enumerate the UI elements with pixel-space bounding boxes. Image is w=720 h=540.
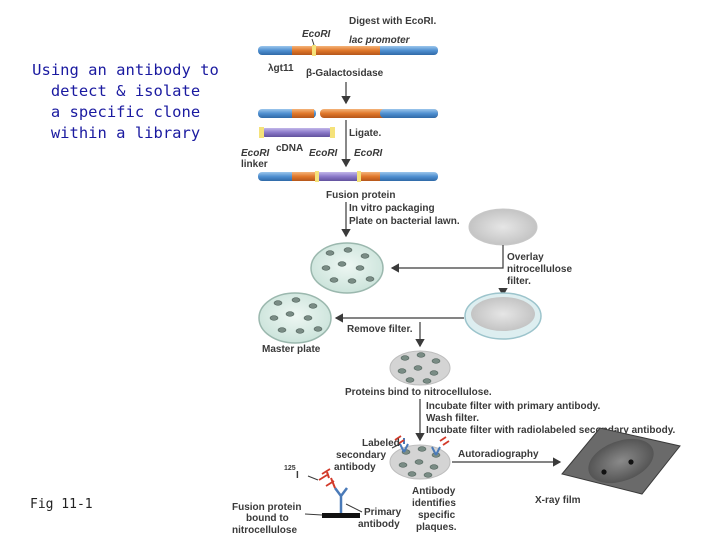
labeled-pointer: [391, 443, 401, 449]
ecori-top-pointer: [311, 38, 315, 46]
wash-filter-label: Wash filter.: [426, 413, 479, 424]
cdna-label: cDNA: [276, 143, 303, 154]
antibody-identifies-label-1: Antibody: [412, 486, 456, 497]
master-plate: [258, 292, 332, 344]
secondary-label: secondary: [336, 450, 386, 461]
digest-label: Digest with EcoRI.: [349, 16, 436, 27]
primary-antibody-label-2: antibody: [358, 519, 400, 530]
proteins-bind-label: Proteins bind to nitrocellulose.: [345, 387, 492, 398]
ecori-mid-label-2: EcoRI: [354, 148, 383, 159]
antibody-identifies-label-2: identifies: [412, 498, 456, 509]
plate-with-filter: [464, 292, 542, 340]
in-vitro-label: In vitro packaging: [349, 203, 435, 214]
linker-label: linker: [241, 159, 268, 170]
lambda-gt11-label: λgt11: [268, 63, 294, 74]
figure-label: Fig 11-1: [30, 497, 93, 512]
plaque-plate: [310, 242, 384, 294]
probed-filter: [389, 435, 451, 480]
lac-promoter-label: lac promoter: [349, 35, 411, 46]
cdna-insert: [259, 127, 335, 138]
overlay-label: Overlay: [507, 252, 544, 263]
plate-lawn-label: Plate on bacterial lawn.: [349, 216, 460, 227]
recombinant-dna: [258, 171, 438, 182]
remove-filter-label: Remove filter.: [347, 324, 413, 335]
arrow-overlay: [390, 245, 504, 273]
master-plate-label: Master plate: [262, 344, 321, 355]
antibody-identifies-label-4: plaques.: [416, 522, 457, 533]
antibody-label: antibody: [334, 462, 376, 473]
primary-antibody-pointer: [345, 503, 363, 513]
primary-antibody-label-1: Primary: [364, 507, 402, 518]
fusion-bound-label-3: nitrocellulose: [232, 525, 297, 536]
incubate-secondary-label: Incubate filter with radiolabeled second…: [426, 425, 676, 436]
cut-vector-dna: [258, 109, 438, 118]
autoradiography-label: Autoradiography: [458, 449, 539, 460]
nitrocellulose-filter: [468, 208, 538, 246]
ecori-mid-label-1: EcoRI: [309, 148, 338, 159]
filter-label: filter.: [507, 276, 531, 287]
iodine-symbol-label: I: [296, 470, 299, 481]
iodine-125-label: 125: [284, 465, 296, 472]
antibody-identifies-label-3: specific: [418, 510, 456, 521]
fusion-protein-label: Fusion protein: [326, 190, 395, 201]
xray-film: [561, 427, 681, 495]
slide-title: Using an antibody to detect & isolate a …: [32, 61, 219, 142]
ecori-top-label: EcoRI: [302, 29, 331, 40]
nitrocellulose-label: nitrocellulose: [507, 264, 572, 275]
protein-filter: [389, 350, 451, 386]
xray-film-label: X-ray film: [535, 495, 581, 506]
fusion-bound-label-1: Fusion protein: [232, 502, 301, 513]
beta-gal-label: β-Galactosidase: [306, 68, 384, 79]
labeled-label: Labeled: [362, 438, 400, 449]
incubate-primary-label: Incubate filter with primary antibody.: [426, 401, 601, 412]
lambda-gt11-dna: [258, 45, 438, 56]
fusion-bound-pointer: [304, 513, 323, 516]
ligate-label: Ligate.: [349, 128, 381, 139]
ecori-linker-label: EcoRI: [241, 148, 270, 159]
antibody-closeup: [307, 468, 360, 518]
fusion-bound-label-2: bound to: [246, 513, 289, 524]
